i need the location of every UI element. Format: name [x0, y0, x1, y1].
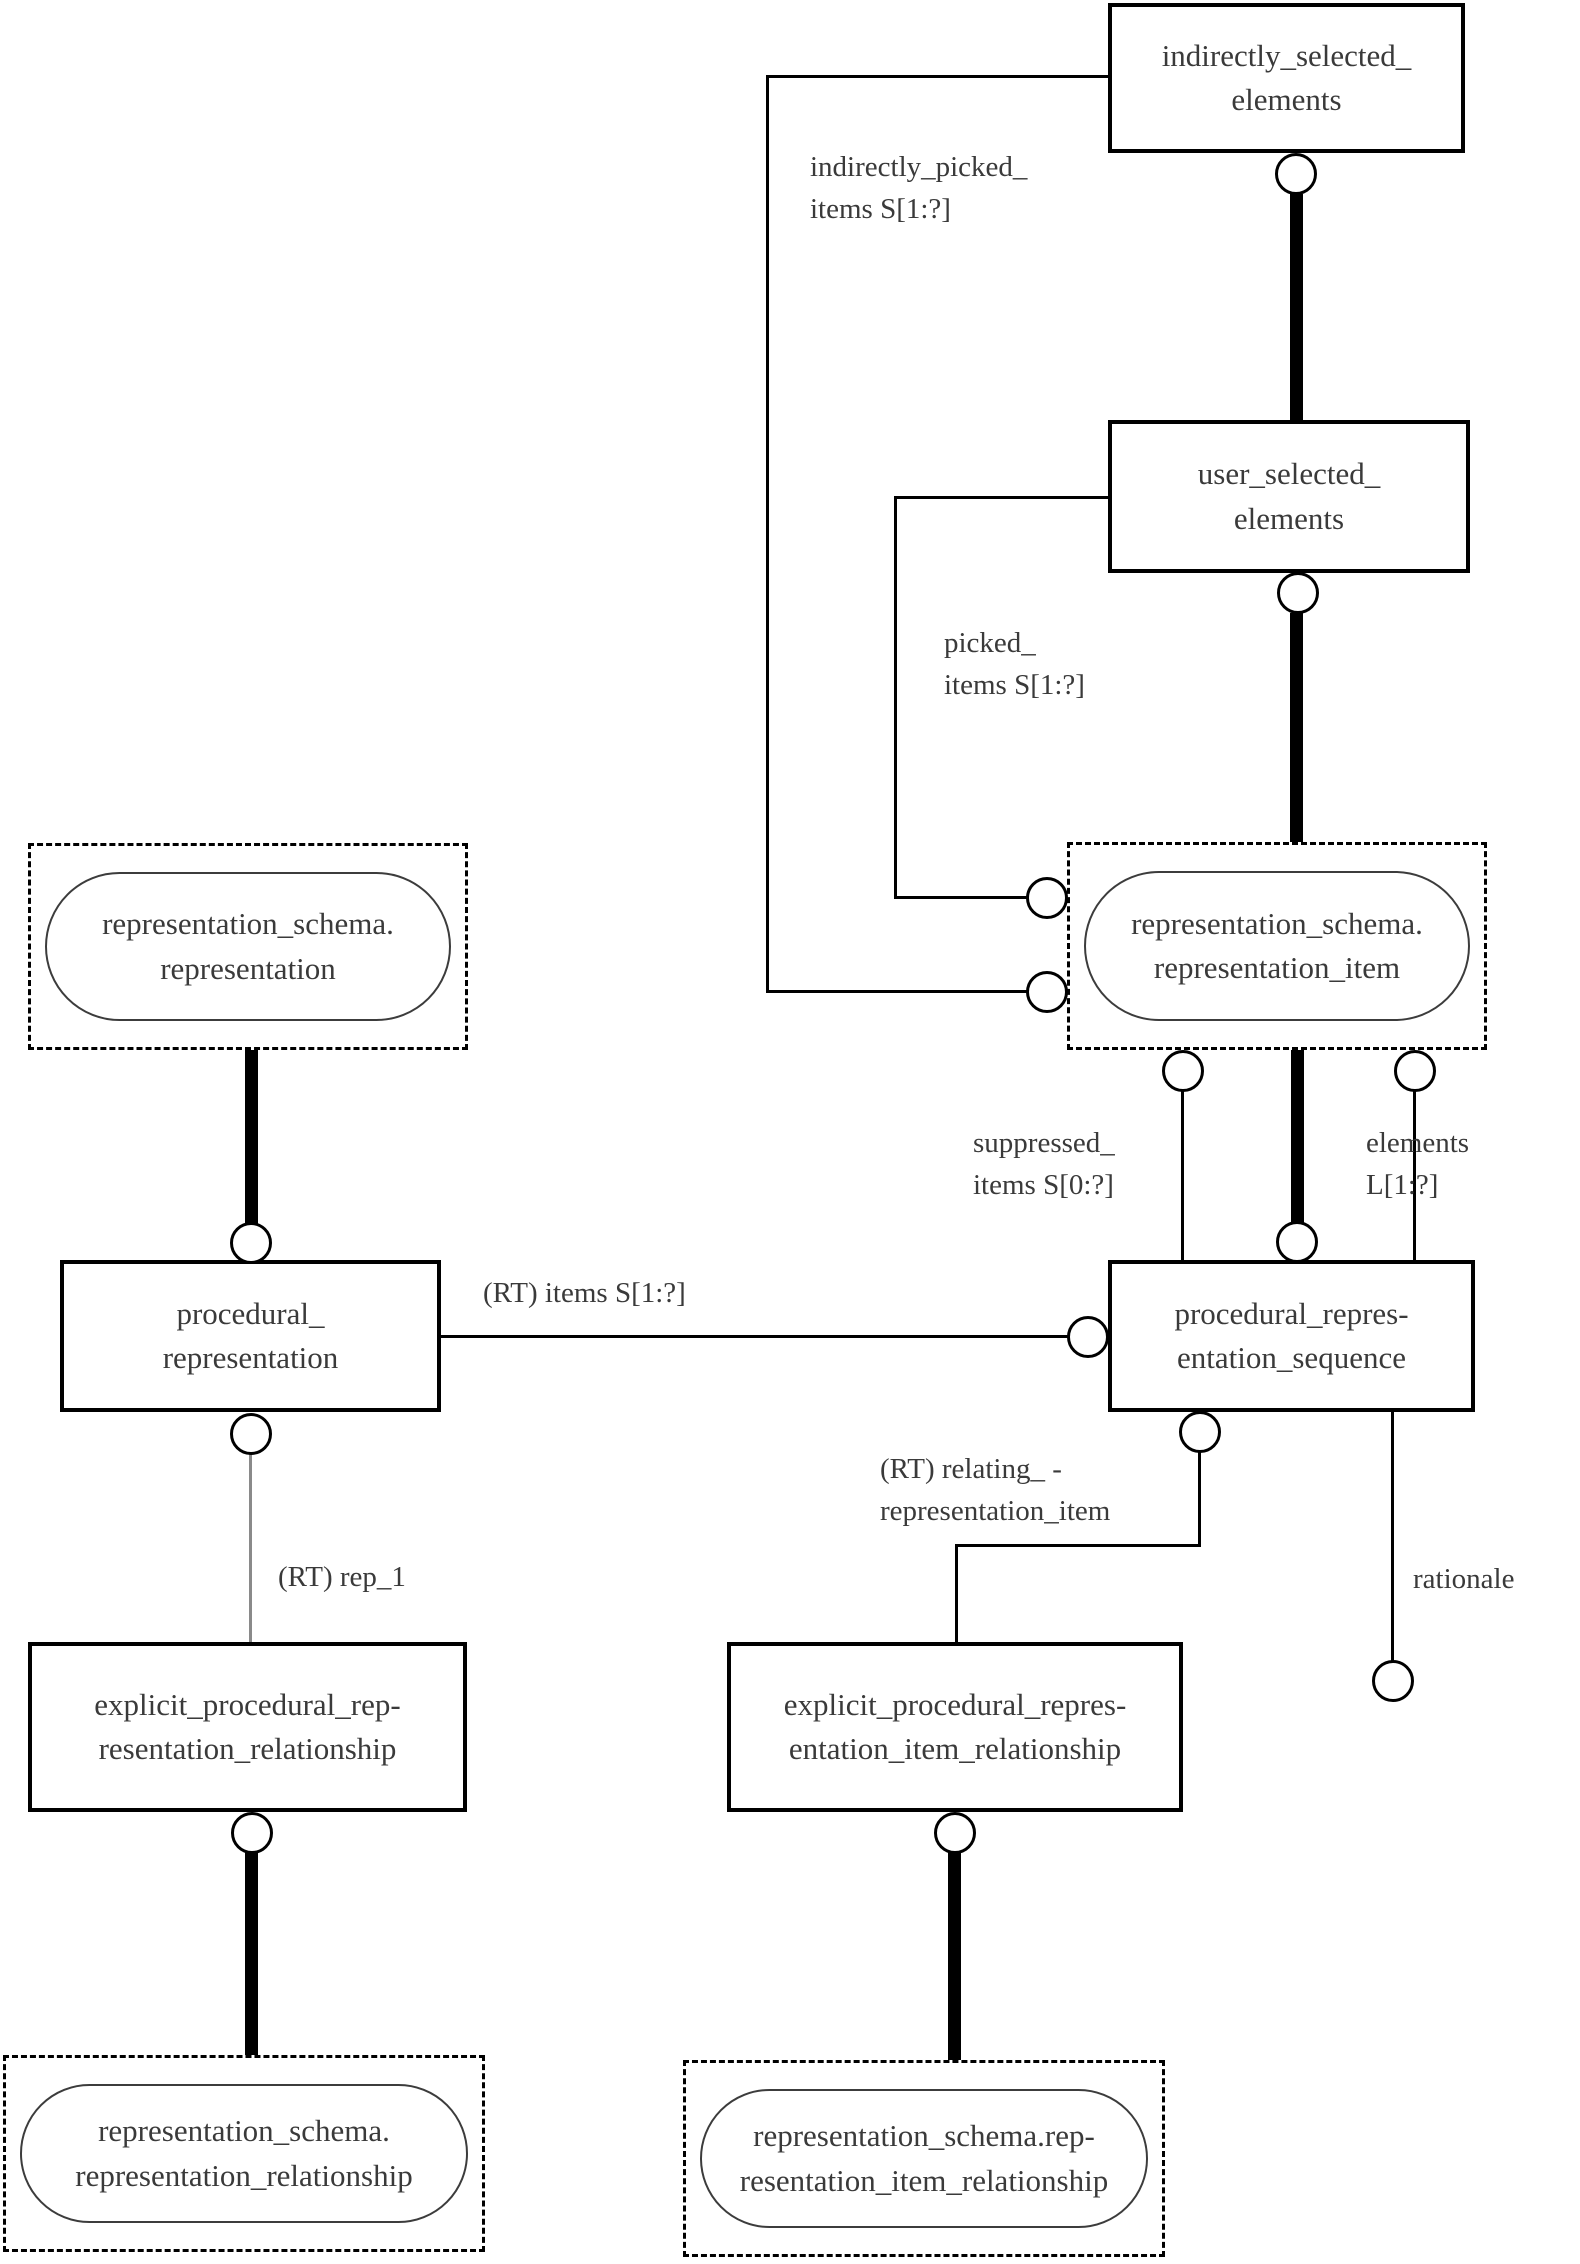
entity-label-line: explicit_procedural_rep- [94, 1686, 401, 1722]
rt-items-line [441, 1335, 1068, 1338]
connector-circle-explicit-item-rel [934, 1812, 976, 1854]
connector-circle-indirectly-picked-items [1026, 971, 1068, 1013]
connector-circle-rt-rep-1 [230, 1413, 272, 1455]
label-indirectly-picked-items: indirectly_picked_ items S[1:?] [810, 146, 1027, 230]
label-picked-items: picked_ items S[1:?] [944, 622, 1085, 706]
ref-label-line: representation_relationship [75, 2157, 413, 2193]
connector-circle-picked-items [1026, 877, 1068, 919]
indirectly-picked-items-line-v [766, 75, 769, 993]
indirectly-picked-items-line-h1 [766, 75, 1109, 78]
refbox-representation-relationship: representation_schema. representation_re… [3, 2055, 485, 2252]
entity-indirectly-selected-elements: indirectly_selected_ elements [1108, 3, 1465, 153]
connector-circle-indirectly-selected [1275, 153, 1317, 195]
interschema-ref-representation-item-relationship: representation_schema.rep- resentation_i… [700, 2089, 1148, 2228]
representation-item-to-sequence-thick-line [1291, 1048, 1304, 1223]
ref-label-line: representation_schema. [102, 906, 394, 942]
entity-label-line: elements [1233, 500, 1345, 536]
entity-label-line: procedural_repres- [1174, 1295, 1409, 1331]
refbox-representation-item: representation_schema. representation_it… [1067, 842, 1487, 1050]
entity-label-line: procedural_ [176, 1295, 325, 1331]
label-line: (RT) rep_1 [278, 1561, 406, 1593]
picked-items-line-h2 [894, 896, 1028, 899]
picked-items-line-h1 [894, 496, 1109, 499]
rt-relating-line-v2 [955, 1544, 958, 1644]
connector-circle-user-selected [1277, 572, 1319, 614]
ref-label-line: resentation_item_relationship [739, 2162, 1109, 2198]
label-line: rationale [1413, 1563, 1515, 1595]
entity-label-line: representation [162, 1340, 339, 1375]
rationale-line [1391, 1412, 1394, 1662]
entity-label-line: indirectly_selected_ [1161, 37, 1412, 73]
label-line: items S[0:?] [973, 1169, 1114, 1202]
elements-line [1413, 1085, 1416, 1261]
connector-circle-suppressed-items [1162, 1050, 1204, 1092]
label-line: suppressed_ [973, 1127, 1115, 1159]
ref-label-line: representation_schema.rep- [753, 2118, 1095, 2154]
picked-items-line-v [894, 496, 897, 899]
label-line: elements [1366, 1127, 1470, 1159]
entity-explicit-procedural-representation-item-relationship: explicit_procedural_repres- entation_ite… [727, 1642, 1183, 1812]
connector-circle-elements [1394, 1050, 1436, 1092]
ref-label-line: representation_schema. [98, 2113, 390, 2149]
suppressed-items-line [1181, 1085, 1184, 1261]
label-rt-relating-representation-item: (RT) relating_ - representation_item [880, 1448, 1110, 1532]
label-rationale: rationale [1413, 1558, 1514, 1600]
label-line: (RT) relating_ - [880, 1453, 1062, 1485]
label-line: picked_ [944, 627, 1036, 659]
rt-relating-line-v1 [1198, 1450, 1201, 1547]
interschema-ref-representation-item: representation_schema. representation_it… [1084, 871, 1470, 1021]
connector-circle-rt-relating [1179, 1411, 1221, 1453]
indirectly-picked-items-line-h2 [766, 990, 1028, 993]
interschema-ref-representation: representation_schema. representation [45, 872, 451, 1021]
representation-to-procedural-thick-line [245, 1048, 258, 1224]
label-line: indirectly_picked_ [810, 151, 1028, 183]
label-line: representation_item [880, 1495, 1111, 1528]
refbox-representation: representation_schema. representation [28, 843, 468, 1050]
label-rt-rep-1: (RT) rep_1 [278, 1556, 406, 1598]
explicit-rep-rel-to-ref-thick-line [245, 1851, 258, 2057]
label-line: items S[1:?] [810, 193, 951, 226]
label-rt-items: (RT) items S[1:?] [483, 1272, 686, 1314]
entity-user-selected-elements: user_selected_ elements [1108, 420, 1470, 573]
rt-relating-line-h [955, 1544, 1201, 1547]
label-line: (RT) items S[1:?] [483, 1277, 686, 1309]
label-line: items S[1:?] [944, 669, 1085, 702]
refbox-representation-item-relationship: representation_schema.rep- resentation_i… [683, 2060, 1165, 2257]
entity-label-line: explicit_procedural_repres- [783, 1686, 1127, 1722]
entity-label-line: entation_sequence [1177, 1340, 1406, 1375]
connector-circle-explicit-rep-rel [231, 1812, 273, 1854]
explicit-item-rel-to-ref-thick-line [948, 1851, 961, 2062]
entity-label-line: elements [1231, 82, 1342, 117]
entity-label-line: resentation_relationship [98, 1731, 397, 1766]
entity-label-line: user_selected_ [1197, 456, 1381, 492]
label-line: L[1:?] [1366, 1169, 1439, 1202]
ref-label-line: representation_item [1153, 950, 1401, 985]
indirectly-to-user-thick-line [1290, 194, 1303, 422]
interschema-ref-representation-relationship: representation_schema. representation_re… [20, 2084, 468, 2223]
label-elements: elements L[1:?] [1366, 1122, 1469, 1206]
user-to-representation-item-thick-line [1290, 613, 1303, 844]
connector-circle-item-to-sequence [1276, 1221, 1318, 1263]
entity-explicit-procedural-representation-relationship: explicit_procedural_rep- resentation_rel… [28, 1642, 467, 1812]
entity-label-line: entation_item_relationship [788, 1731, 1122, 1766]
connector-circle-procedural-representation-top [230, 1222, 272, 1264]
entity-procedural-representation: procedural_ representation [60, 1260, 441, 1412]
ref-label-line: representation_schema. [1131, 905, 1423, 941]
entity-procedural-representation-sequence: procedural_repres- entation_sequence [1108, 1260, 1475, 1412]
connector-circle-rationale [1372, 1660, 1414, 1702]
ref-label-line: representation [160, 950, 336, 986]
connector-circle-rt-items [1067, 1316, 1109, 1358]
rt-rep-1-line [249, 1453, 252, 1643]
label-suppressed-items: suppressed_ items S[0:?] [973, 1122, 1115, 1206]
